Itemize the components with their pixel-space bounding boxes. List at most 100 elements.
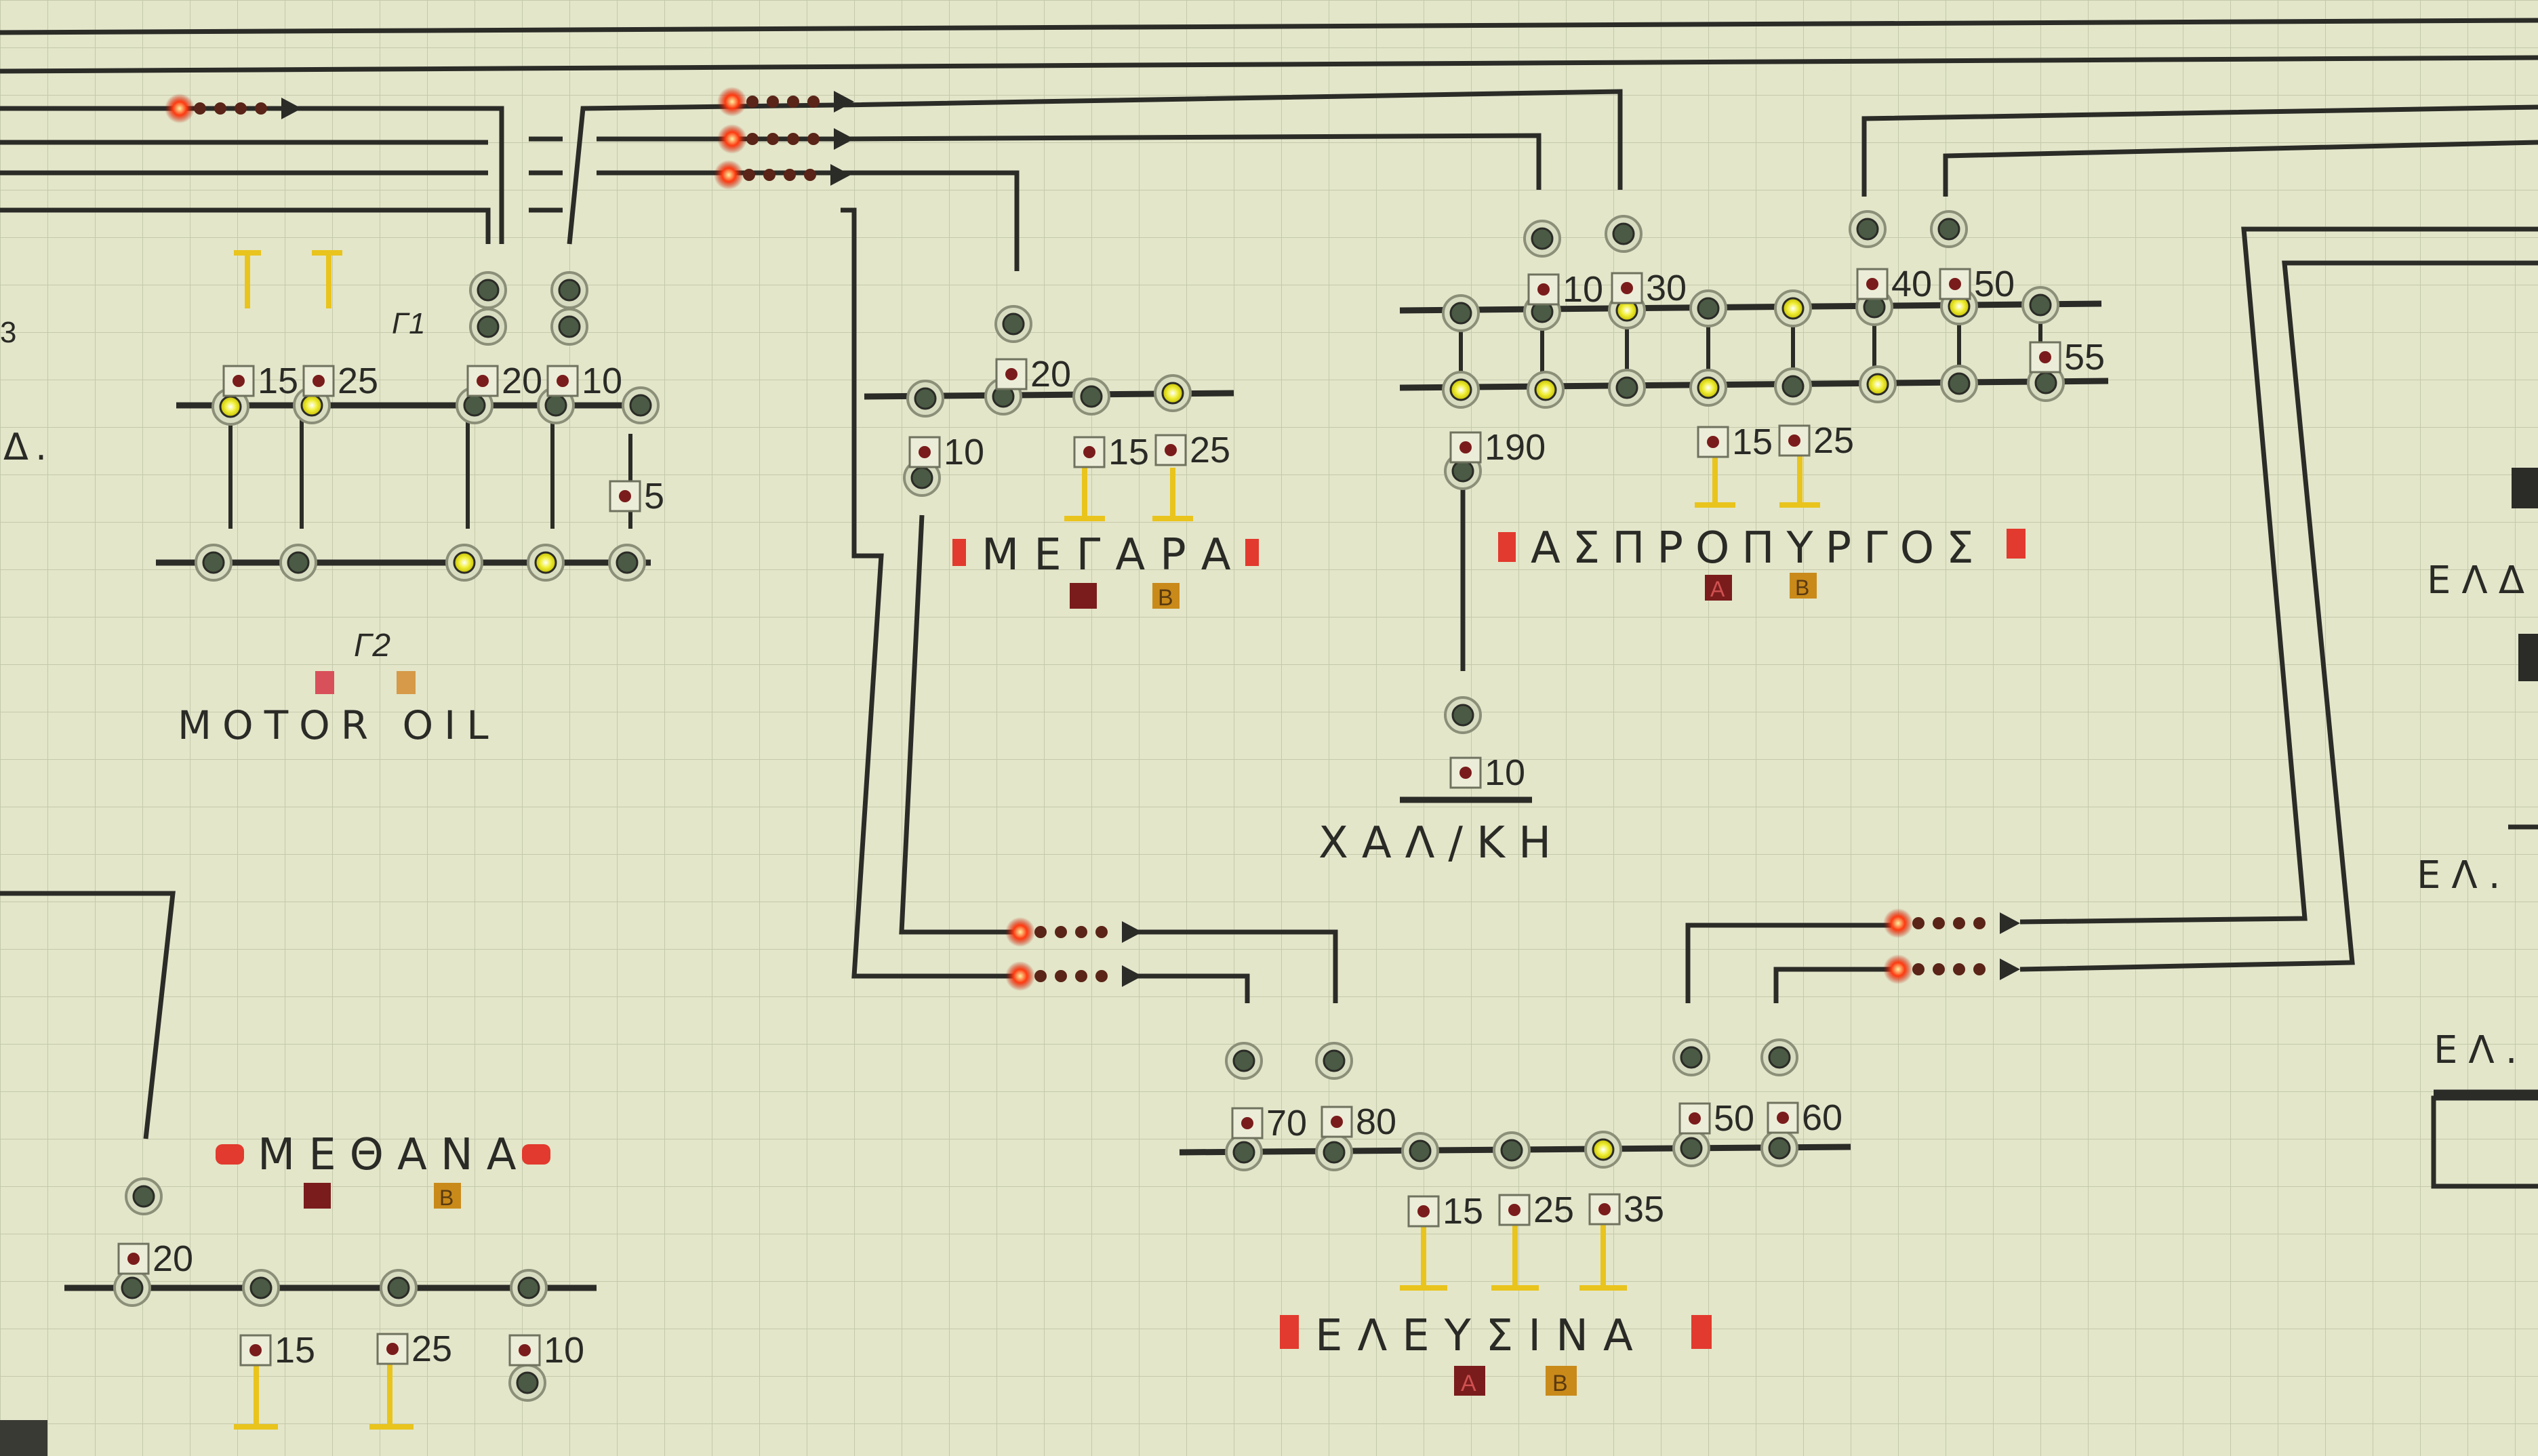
- lamp-off: [994, 305, 1032, 343]
- lamp-off: [113, 1269, 151, 1307]
- aspropyrgos-right-marker: [2007, 529, 2026, 559]
- breaker-aspropyrgos-5: 190: [1449, 427, 1546, 468]
- breaker-number: 55: [2064, 337, 2105, 378]
- lamp-off: [1605, 215, 1643, 253]
- station-name-chalkidiki: ΧΑΛ/ΚΗ: [1318, 818, 1565, 868]
- breaker-number: 20: [1030, 354, 1071, 395]
- lamp-off: [622, 386, 660, 424]
- lamp-lit-yellow: [1584, 1131, 1622, 1169]
- megara-left-marker: [952, 539, 966, 566]
- right-edge-labels: ΕΛΔ ΕΛ. ΕΛ.: [2417, 468, 2538, 1072]
- breaker-number: 50: [1714, 1098, 1754, 1139]
- breaker-aspropyrgos-6: 15: [1697, 422, 1773, 462]
- elefsina-right-marker: [1691, 1315, 1712, 1349]
- right-label-el-1: ΕΛ.: [2417, 853, 2512, 897]
- breaker-megara-2: 15: [1073, 432, 1149, 472]
- station-chalkidiki: ΧΑΛ/ΚΗ: [1318, 818, 1565, 868]
- breaker-number: 50: [1974, 264, 2015, 304]
- lamp-lit-yellow: [1442, 371, 1480, 409]
- lamp-off: [550, 308, 588, 346]
- elefsina-left-marker: [1280, 1315, 1299, 1349]
- lamp-off: [550, 271, 588, 309]
- lamp-lit-yellow: [1689, 369, 1727, 407]
- methana-section-a: [304, 1183, 331, 1209]
- breaker-number: 15: [258, 361, 298, 401]
- indicator-lamps: [113, 210, 2065, 1402]
- lamp-off: [1072, 378, 1110, 416]
- breaker-aspropyrgos-3: 50: [1939, 264, 2015, 304]
- lamp-off: [1225, 1133, 1263, 1171]
- lamp-off: [1225, 1042, 1263, 1080]
- lamp-off: [1849, 210, 1887, 248]
- right-edge-bar: [2512, 468, 2538, 508]
- lamp-off: [1930, 210, 1968, 248]
- methana-section-b-letter: B: [439, 1186, 454, 1210]
- breaker-aspropyrgos-0: 10: [1527, 269, 1603, 310]
- station-name-aspropyrgos: ΑΣΠΡΟΠΥΡΓΟΣ: [1531, 523, 1986, 573]
- lamp-off: [1689, 289, 1727, 327]
- breaker-motor_oil-2: 20: [466, 361, 542, 401]
- lamp-off: [195, 544, 233, 582]
- breaker-motor_oil-3: 10: [546, 361, 622, 401]
- line-end-arrow: [1005, 961, 1142, 991]
- breaker-motor_oil-1: 25: [302, 361, 378, 401]
- breaker-number: 25: [411, 1329, 452, 1369]
- section-b-marker: [397, 671, 416, 694]
- side-mark: 3: [0, 316, 16, 349]
- station-name-elefsina: ΕΛΕΥΣΙΝΑ: [1315, 1311, 1648, 1361]
- lamp-lit-yellow: [212, 388, 249, 426]
- lamp-lit-yellow: [527, 544, 565, 582]
- breaker-aspropyrgos-2: 40: [1856, 264, 1932, 304]
- breaker-number: 10: [1563, 269, 1603, 310]
- station-name-motor-oil: MOTOR OIL: [178, 702, 500, 748]
- lamp-off: [1444, 696, 1482, 734]
- breaker-number: 25: [1190, 430, 1230, 470]
- methana-right-marker: [522, 1144, 550, 1165]
- lamp-off: [469, 271, 507, 309]
- breaker-megara-0: 20: [995, 354, 1071, 395]
- breaker-aspropyrgos-1: 30: [1611, 268, 1687, 308]
- lamp-off: [2027, 364, 2065, 402]
- lamp-off: [1760, 1129, 1798, 1167]
- station-name-megara: ΜΕΓΑΡΑ: [982, 530, 1245, 580]
- breaker-elefsina-3: 60: [1767, 1097, 1842, 1138]
- lamp-off: [608, 544, 646, 582]
- megara-section-b: [1152, 583, 1180, 609]
- side-label: Δ.: [3, 426, 54, 468]
- lamp-off: [1672, 1038, 1710, 1076]
- lamp-off: [1315, 1133, 1353, 1171]
- lamp-off: [1493, 1131, 1531, 1169]
- aspropyrgos-section-a-letter: A: [1710, 577, 1725, 601]
- breaker-megara-3: 25: [1154, 430, 1230, 470]
- breaker-number: 190: [1485, 427, 1546, 468]
- lamp-off: [469, 308, 507, 346]
- line-end-arrow: [1005, 917, 1142, 947]
- right-label-eld: ΕΛΔ: [2427, 559, 2535, 603]
- breaker-number: 10: [544, 1330, 584, 1371]
- breaker-methana-1: 15: [239, 1330, 315, 1371]
- section-a-marker: [315, 671, 334, 694]
- label-g1: Γ1: [392, 307, 426, 340]
- elefsina-section-b: [1546, 1366, 1577, 1396]
- breaker-number: 10: [1485, 752, 1525, 793]
- breaker-methana-2: 25: [376, 1329, 452, 1369]
- lamp-off: [906, 380, 944, 418]
- lamp-off: [1442, 294, 1480, 332]
- breaker-number: 20: [153, 1238, 193, 1279]
- breaker-motor_oil-4: 5: [609, 476, 664, 517]
- breaker-aspropyrgos-4: 55: [2029, 337, 2105, 378]
- breaker-number: 25: [1533, 1190, 1574, 1230]
- line-end-arrow: [1883, 954, 2020, 984]
- breaker-number: 70: [1266, 1103, 1307, 1144]
- station-aspropyrgos: ΑΣΠΡΟΠΥΡΓΟΣ A B: [1498, 523, 2026, 601]
- breaker-number: 15: [1732, 422, 1773, 462]
- line-end-arrow: [1883, 908, 2020, 938]
- megara-section-a: [1070, 583, 1097, 609]
- right-edge-bar-2: [2518, 634, 2538, 681]
- lamp-off: [508, 1364, 546, 1402]
- breaker-number: 15: [1108, 432, 1149, 472]
- breaker-motor_oil-0: 15: [222, 361, 298, 401]
- breaker-number: 10: [944, 432, 984, 472]
